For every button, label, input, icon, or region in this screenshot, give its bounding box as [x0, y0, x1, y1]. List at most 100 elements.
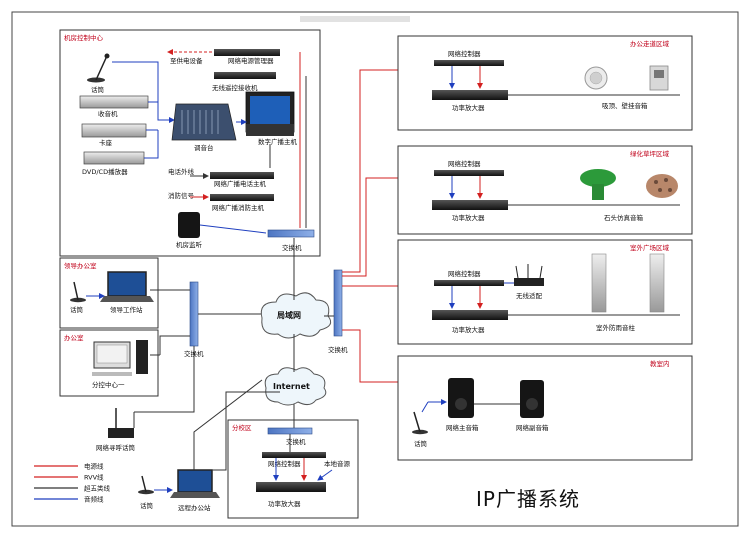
- mic-icon: [138, 475, 154, 495]
- fire-host-label: 网络广播消防主机: [212, 203, 265, 212]
- mushroom-speaker-icon: [580, 169, 616, 200]
- legend-label: 音频线: [84, 495, 104, 504]
- leader-office-panel: 领导办公室 话筒 领导工作站: [59, 257, 159, 329]
- leader-mic-label: 话筒: [70, 305, 84, 314]
- fire-device-label: 至供电设备: [170, 56, 203, 65]
- legend-label: 电源线: [84, 462, 104, 471]
- branch-amp-icon: [256, 482, 326, 492]
- host-label: 数字广播主机: [258, 137, 298, 146]
- column-speaker-label: 室外防雨音柱: [596, 323, 636, 332]
- office-title: 办公室: [64, 333, 84, 342]
- branch-switch-label: 交换机: [286, 437, 306, 446]
- branch-panel: 分校区 交换机 网络控制器 功率放大器 本地音源: [227, 419, 359, 519]
- branch-ctrl-icon: [262, 452, 326, 458]
- dvd-player-icon: [83, 151, 145, 165]
- remote-laptop-icon: [170, 469, 220, 498]
- lan-label: 局域网: [276, 310, 301, 320]
- control-center-title: 机房控制中心: [64, 33, 104, 42]
- outdoor-ctrl-label: 网络控制器: [448, 269, 481, 278]
- phone-host-icon: [210, 172, 274, 179]
- outdoor-amp-label: 功率放大器: [452, 325, 485, 334]
- control-switch-label: 交换机: [282, 243, 302, 252]
- zone-outdoor-panel: 室外广场区域 网络控制器 功率放大器 无线适配 室外防雨音柱: [397, 239, 693, 345]
- tape-label: 卡座: [99, 138, 113, 147]
- mic-label: 话筒: [91, 85, 105, 94]
- mic-icon: [87, 53, 110, 83]
- remote-mic-label: 话筒: [140, 501, 154, 510]
- pager-mic-icon: [108, 408, 134, 438]
- mixer-label: 调音台: [194, 143, 214, 152]
- control-center-panel: 机房控制中心 话筒 收音机 卡座 DVD/CD播放器: [59, 29, 321, 257]
- green-ctrl-icon: [434, 170, 504, 176]
- green-amp-icon: [432, 200, 508, 210]
- wifi-router-icon: [514, 264, 544, 286]
- sub-speaker-label: 网络副音箱: [516, 423, 549, 432]
- internet-cloud-icon: [264, 367, 327, 406]
- remote-office-label: 远程办公站: [178, 503, 211, 512]
- sub-speaker-icon: [520, 380, 544, 418]
- legend-label: RVV线: [84, 473, 104, 482]
- monitor-label: 机房监听: [176, 240, 203, 249]
- fire-host-icon: [210, 194, 274, 201]
- zone-green-title: 绿化草坪区域: [630, 149, 670, 158]
- green-amp-label: 功率放大器: [452, 213, 485, 222]
- outer-frame: [11, 11, 739, 527]
- control-switch-icon: [267, 229, 315, 238]
- zone-classroom-title: 教室内: [650, 359, 670, 368]
- tuner-label: 收音机: [98, 109, 118, 118]
- right-switch-label: 交换机: [328, 345, 348, 354]
- branch-ctrl-label: 网络控制器: [268, 459, 301, 468]
- office-panel: 办公室 分控中心一: [59, 329, 159, 397]
- corridor-ctrl-icon: [434, 60, 504, 66]
- power-manager-label: 网络电源管理器: [228, 56, 274, 65]
- zone-green-panel: 绿化草坪区域 网络控制器 功率放大器 石头仿真音箱: [397, 145, 693, 235]
- classroom-mic-label: 话筒: [414, 439, 428, 448]
- main-speaker-icon: [448, 378, 474, 418]
- wall-speaker-icon: [649, 65, 669, 91]
- branch-switch-icon: [267, 427, 313, 435]
- column-speaker-icon: [591, 253, 665, 313]
- left-switch-icon: [189, 281, 199, 347]
- rock-speaker-label: 石头仿真音箱: [604, 213, 644, 222]
- corridor-amp-icon: [432, 90, 508, 100]
- ceiling-speaker-label: 吸顶、壁挂音箱: [602, 101, 648, 110]
- dvd-label: DVD/CD播放器: [82, 167, 128, 176]
- tape-deck-icon: [81, 123, 147, 138]
- main-speaker-label: 网络主音箱: [446, 423, 479, 432]
- zone-corridor-panel: 办公走道区域 网络控制器 功率放大器 吸顶、壁挂音箱: [397, 35, 693, 131]
- desktop-pc-icon: [92, 340, 148, 376]
- monitor-speaker-icon: [178, 212, 200, 238]
- branch-title: 分校区: [232, 423, 252, 432]
- local-src-label: 本地音源: [324, 459, 351, 468]
- ceiling-speaker-icon: [584, 66, 608, 90]
- tuner-device-icon: [79, 95, 149, 109]
- mic-icon: [412, 411, 428, 435]
- zone-corridor-title: 办公走道区域: [630, 39, 670, 48]
- outdoor-ctrl-icon: [434, 280, 504, 286]
- corridor-amp-label: 功率放大器: [452, 103, 485, 112]
- leader-ws-label: 领导工作站: [110, 305, 143, 314]
- green-ctrl-label: 网络控制器: [448, 159, 481, 168]
- pager-label: 网络寻呼话筒: [96, 443, 136, 452]
- header-strip: [300, 16, 410, 22]
- wifi-label: 无线适配: [516, 291, 543, 300]
- wireless-receiver-label: 无线遥控接收机: [212, 83, 258, 92]
- phone-host-label: 网络广播电话主机: [214, 179, 267, 188]
- sub-center-label: 分控中心一: [92, 380, 125, 389]
- mic-icon: [70, 281, 86, 303]
- phone-line-label: 电话外线: [168, 167, 195, 176]
- corridor-ctrl-label: 网络控制器: [448, 49, 481, 58]
- power-manager-icon: [214, 49, 280, 56]
- zone-outdoor-title: 室外广场区域: [630, 243, 670, 252]
- leader-office-title: 领导办公室: [64, 261, 97, 270]
- zone-classroom-panel: 教室内 话筒 网络主音箱 网络副音箱: [397, 355, 693, 461]
- branch-amp-label: 功率放大器: [268, 499, 301, 508]
- laptop-icon: [100, 271, 154, 302]
- wireless-receiver-icon: [214, 72, 276, 79]
- fire-signal-label: 消防信号: [168, 191, 195, 200]
- legend-label: 超五类线: [84, 484, 111, 493]
- host-computer-icon: [245, 91, 295, 136]
- right-switch-icon: [333, 269, 343, 337]
